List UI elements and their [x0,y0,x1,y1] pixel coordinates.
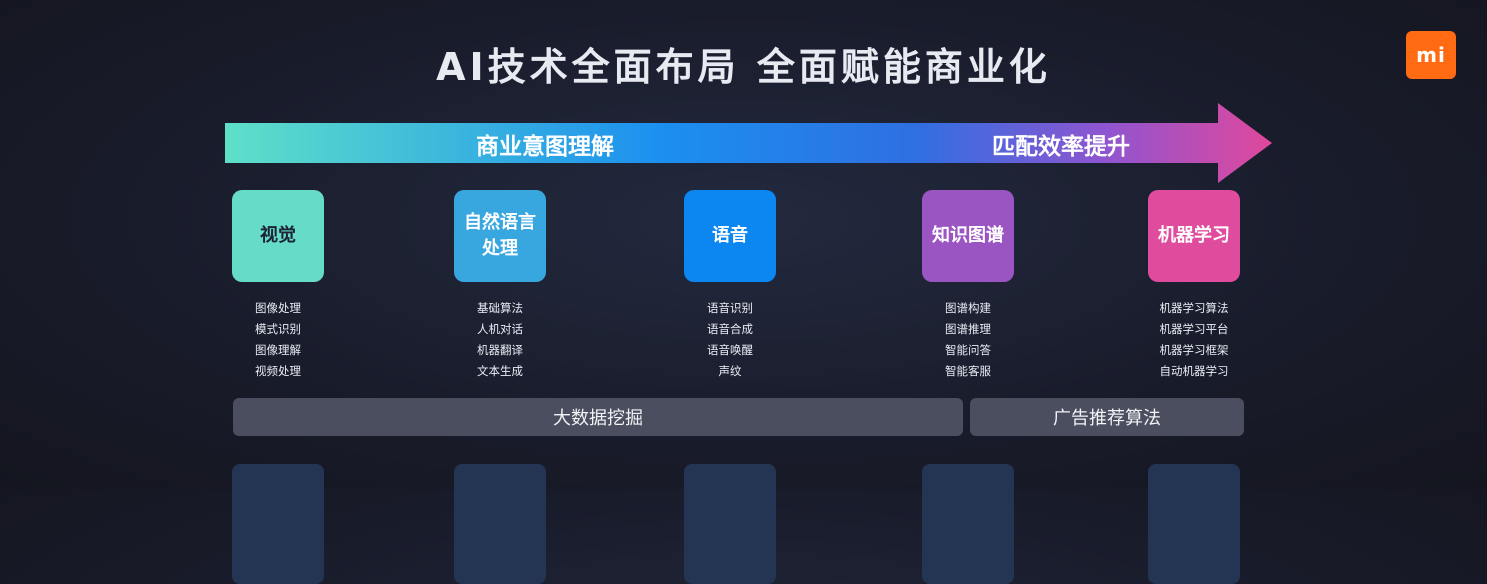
list-item: 文本生成 [477,364,523,378]
list-item: 语音合成 [707,322,753,336]
logo-text: mi [1416,43,1446,67]
arrow-right-label: 匹配效率提升 [992,134,1130,160]
list-item: 图像处理 [255,301,301,315]
category-label: 视觉 [260,225,296,246]
item-list: 基础算法 人机对话 机器翻译 文本生成 [454,298,546,382]
item-list: 语音识别 语音合成 语音唤醒 声纹 [684,298,776,382]
list-item: 机器学习算法 [1159,301,1229,315]
column-panel [454,464,546,584]
item-list: 图像处理 模式识别 图像理解 视频处理 [232,298,324,382]
category-label: 语音 [712,225,748,246]
column-panel [922,464,1014,584]
list-item: 图谱构建 [945,301,991,315]
bottom-bar-ad-recommendation: 广告推荐算法 [970,398,1244,436]
list-item: 模式识别 [255,322,301,336]
category-box-knowledge-graph: 知识图谱 [922,190,1014,282]
category-box-speech: 语音 [684,190,776,282]
item-list: 机器学习算法 机器学习平台 机器学习框架 自动机器学习 [1148,298,1240,382]
list-item: 图谱推理 [945,322,991,336]
gradient-arrow [225,103,1272,183]
category-box-machine-learning: 机器学习 [1148,190,1240,282]
category-label: 机器学习 [1158,225,1230,246]
column-panel [684,464,776,584]
bottom-bar-big-data: 大数据挖掘 [233,398,963,436]
list-item: 语音识别 [707,301,753,315]
bottom-bar-label: 广告推荐算法 [1053,408,1161,429]
mi-logo: mi [1406,31,1456,79]
category-label: 自然语言处理 [464,212,536,259]
list-item: 基础算法 [477,301,523,315]
list-item: 视频处理 [255,364,301,378]
list-item: 图像理解 [255,343,301,357]
list-item: 自动机器学习 [1159,364,1229,378]
list-item: 机器学习框架 [1159,343,1229,357]
list-item: 智能问答 [945,343,991,357]
list-item: 声纹 [718,364,742,378]
category-box-vision: 视觉 [232,190,324,282]
category-label: 知识图谱 [932,225,1004,246]
page-title: AI技术全面布局 全面赋能商业化 [436,45,1051,89]
list-item: 机器学习平台 [1159,322,1229,336]
list-item: 机器翻译 [477,343,523,357]
list-item: 智能客服 [945,364,991,378]
list-item: 人机对话 [477,322,523,336]
item-list: 图谱构建 图谱推理 智能问答 智能客服 [922,298,1014,382]
arrow-left-label: 商业意图理解 [476,134,614,160]
category-box-nlp: 自然语言处理 [454,190,546,282]
arrow-shape [225,103,1272,183]
bottom-bar-label: 大数据挖掘 [553,408,643,429]
column-panel [1148,464,1240,584]
column-panel [232,464,324,584]
list-item: 语音唤醒 [707,343,753,357]
